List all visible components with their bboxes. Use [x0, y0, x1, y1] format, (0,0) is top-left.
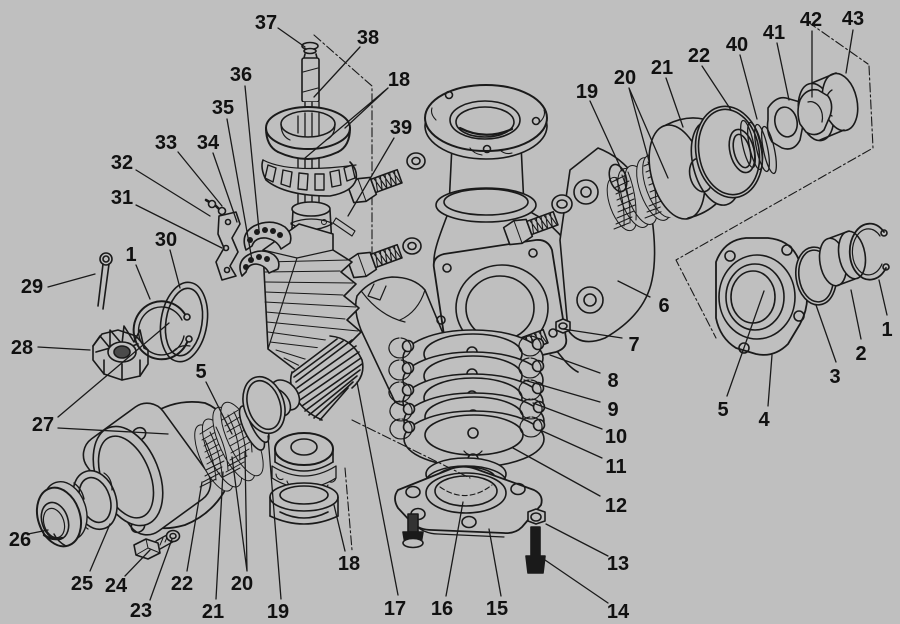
svg-text:28: 28 — [11, 337, 33, 359]
svg-text:29: 29 — [21, 276, 43, 298]
svg-text:15: 15 — [486, 598, 508, 620]
svg-text:13: 13 — [607, 553, 629, 575]
svg-text:7: 7 — [628, 334, 639, 356]
svg-text:12: 12 — [605, 495, 627, 517]
svg-text:33: 33 — [155, 132, 177, 154]
svg-text:22: 22 — [688, 45, 710, 67]
svg-text:17: 17 — [384, 598, 406, 620]
svg-text:31: 31 — [111, 187, 133, 209]
svg-text:38: 38 — [357, 27, 379, 49]
svg-text:23: 23 — [130, 600, 152, 622]
svg-text:9: 9 — [607, 399, 618, 421]
svg-text:21: 21 — [202, 601, 224, 623]
svg-text:35: 35 — [212, 97, 234, 119]
svg-text:30: 30 — [155, 229, 177, 251]
svg-text:16: 16 — [431, 598, 453, 620]
svg-text:39: 39 — [390, 117, 412, 139]
svg-text:14: 14 — [607, 601, 630, 623]
svg-text:34: 34 — [197, 132, 220, 154]
svg-text:27: 27 — [32, 414, 54, 436]
svg-text:25: 25 — [71, 573, 93, 595]
svg-text:19: 19 — [267, 601, 289, 623]
svg-text:5: 5 — [195, 361, 206, 383]
svg-text:11: 11 — [605, 456, 626, 478]
svg-text:40: 40 — [726, 34, 748, 56]
svg-text:8: 8 — [607, 370, 618, 392]
svg-text:20: 20 — [614, 67, 636, 89]
svg-text:36: 36 — [230, 64, 252, 86]
svg-text:10: 10 — [605, 426, 627, 448]
svg-text:26: 26 — [9, 529, 31, 551]
svg-text:19: 19 — [576, 81, 598, 103]
svg-text:22: 22 — [171, 573, 193, 595]
svg-text:42: 42 — [800, 9, 822, 31]
svg-text:18: 18 — [388, 69, 410, 91]
svg-text:5: 5 — [717, 399, 728, 421]
svg-text:32: 32 — [111, 152, 133, 174]
svg-text:4: 4 — [758, 409, 770, 431]
svg-text:1: 1 — [125, 244, 136, 266]
svg-text:21: 21 — [651, 57, 673, 79]
svg-text:2: 2 — [855, 343, 866, 365]
svg-text:43: 43 — [842, 8, 864, 30]
svg-text:20: 20 — [231, 573, 253, 595]
svg-text:18: 18 — [338, 553, 360, 575]
svg-text:6: 6 — [658, 295, 669, 317]
svg-text:37: 37 — [255, 12, 277, 34]
svg-text:3: 3 — [829, 366, 840, 388]
svg-text:24: 24 — [105, 575, 128, 597]
svg-text:41: 41 — [763, 22, 785, 44]
svg-text:1: 1 — [881, 319, 892, 341]
